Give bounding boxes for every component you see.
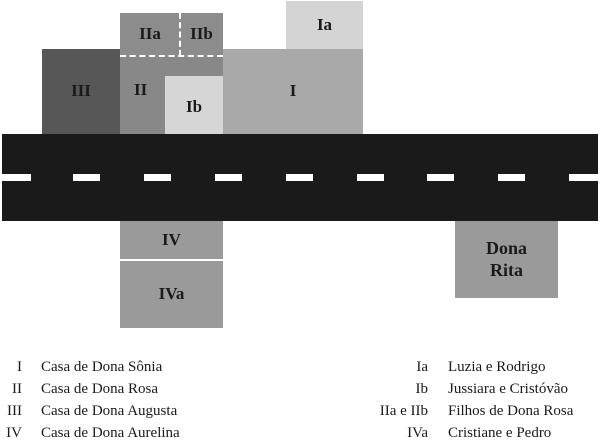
- road-dash: [569, 174, 598, 181]
- legend-value: Luzia e Rodrigo: [448, 359, 546, 375]
- legend-key: II: [12, 381, 22, 397]
- house-IV-label: IV: [162, 229, 181, 249]
- legend-key: Ia: [416, 359, 428, 375]
- house-III: III: [42, 49, 120, 134]
- road-dash: [73, 174, 100, 181]
- legend-value: Cristiane e Pedro: [448, 425, 552, 441]
- house-II-label: II: [134, 79, 148, 99]
- legend-value: Jussiara e Cristóvão: [448, 381, 568, 397]
- house-Ia-label: Ia: [316, 14, 333, 34]
- divider-II-IIab: [120, 55, 223, 57]
- legend-key: IVa: [407, 425, 428, 441]
- house-Ib: Ib: [165, 76, 223, 134]
- house-IIa-label: IIa: [139, 24, 161, 44]
- divider-IIa-IIb: [179, 13, 181, 56]
- legend-value: Casa de Dona Rosa: [41, 381, 159, 397]
- legend-key: Ib: [415, 381, 429, 397]
- house-IIb-label: IIb: [190, 24, 213, 44]
- road-dash: [427, 174, 454, 181]
- house-IIa: IIa: [120, 13, 180, 56]
- house-I-label: I: [289, 81, 297, 101]
- house-III-label: III: [71, 81, 91, 101]
- house-IVa-label: IVa: [158, 284, 185, 304]
- house-IVa: IVa: [120, 261, 223, 328]
- house-dona-rita-label-1: Dona: [485, 237, 527, 258]
- divider-IV-IVa: [120, 259, 223, 261]
- house-Ib-label: Ib: [185, 96, 203, 116]
- road-dash: [215, 174, 242, 181]
- legend-value: Casa de Dona Aurelina: [41, 425, 180, 441]
- house-IIb: IIb: [180, 13, 223, 56]
- house-I: I: [223, 49, 363, 134]
- legend-key: IV: [6, 425, 22, 441]
- road-dash: [286, 174, 313, 181]
- legend-value: Casa de Dona Augusta: [41, 403, 178, 419]
- legend-value: Casa de Dona Sônia: [41, 359, 163, 375]
- house-Ia: Ia: [286, 1, 363, 49]
- legend-value: Filhos de Dona Rosa: [448, 403, 574, 419]
- house-IV: IV: [120, 221, 223, 259]
- road-dash: [144, 174, 171, 181]
- legend-key: IIa e IIb: [379, 403, 428, 419]
- house-dona-rita: Dona Rita: [455, 221, 558, 298]
- road-dash: [498, 174, 525, 181]
- legend-key: III: [7, 403, 22, 419]
- road-dash: [2, 174, 31, 181]
- house-dona-rita-label-2: Rita: [490, 259, 523, 280]
- legend-key: I: [17, 359, 22, 375]
- road-dash: [357, 174, 384, 181]
